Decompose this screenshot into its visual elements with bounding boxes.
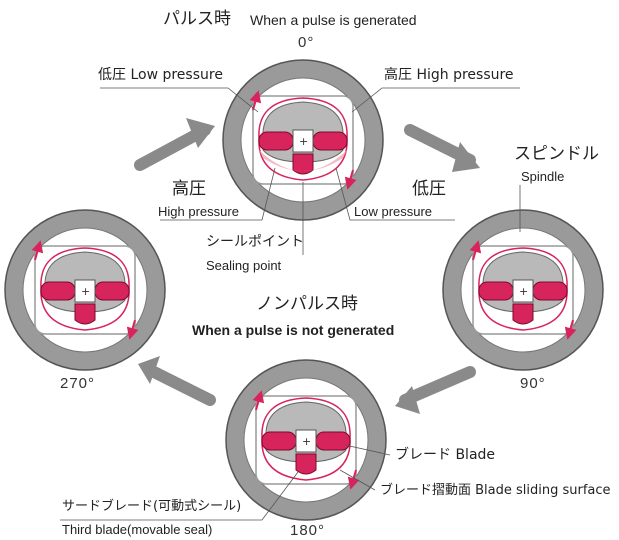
title-nopulse-en: When a pulse is not generated	[192, 322, 395, 338]
rotor-90deg	[443, 210, 603, 370]
label-high-pressure-en: High pressure	[158, 204, 239, 219]
label-spindle-jp: スピンドル	[514, 144, 599, 164]
label-blade: ブレード Blade	[395, 447, 496, 463]
angle-90: 90°	[520, 375, 546, 392]
cycle-arrow-bottom-right	[395, 366, 476, 414]
title-pulse-jp: パルス時	[163, 9, 231, 29]
label-spindle-en: Spindle	[521, 169, 565, 184]
angle-270: 270°	[60, 375, 96, 392]
label-third-blade-jp: サードブレード(可動式シール)	[62, 499, 242, 514]
rotor-180deg	[226, 360, 386, 520]
title-pulse-en: When a pulse is generated	[250, 12, 417, 28]
cycle-arrow-top-left	[134, 118, 215, 171]
label-high-pressure-jp: 高圧	[172, 179, 206, 199]
title-nopulse-jp: ノンパルス時	[256, 294, 358, 314]
label-low-pressure-en: Low pressure	[354, 204, 433, 219]
label-third-blade-en: Third blade(movable seal)	[62, 522, 213, 537]
angle-180: 180°	[290, 522, 326, 539]
angle-0: 0°	[298, 34, 315, 51]
label-sealing-jp: シールポイント	[206, 234, 304, 250]
label-low-pressure-jp: 低圧	[412, 179, 446, 199]
label-sealing-en: Sealing point	[206, 258, 282, 273]
label-high-pressure-top: 高圧 High pressure	[384, 67, 514, 83]
leader-lines	[60, 87, 521, 521]
cycle-arrow-top-right	[404, 124, 480, 172]
label-low-pressure-top: 低圧 Low pressure	[98, 67, 223, 83]
cycle-arrow-bottom-left	[138, 356, 216, 406]
rotor-0deg	[223, 60, 383, 220]
label-blade-sliding: ブレード摺動面 Blade sliding surface	[380, 483, 611, 498]
rotor-270deg	[5, 210, 165, 370]
